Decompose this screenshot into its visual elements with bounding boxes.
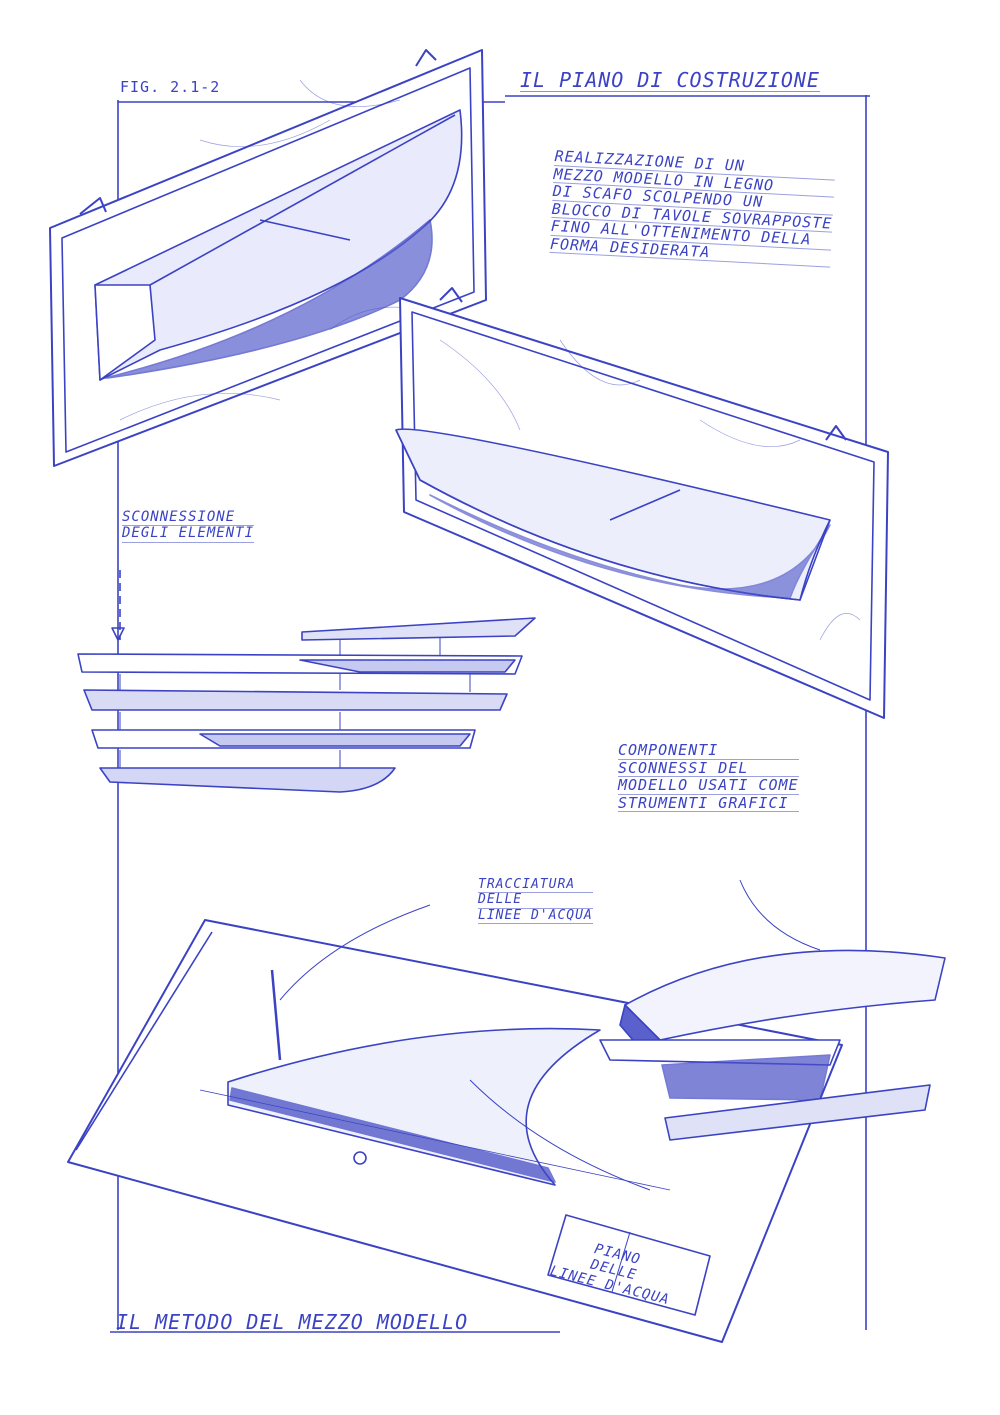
- figure-caption: IL METODO DEL MEZZO MODELLO: [116, 1310, 469, 1334]
- component-pieces: [599, 879, 946, 1141]
- figure-id-label: FIG. 2.1-2: [120, 78, 221, 96]
- note-line: TRACCIATURA: [478, 877, 593, 894]
- note-line: MODELLO USATI COME: [618, 776, 799, 795]
- note-line: SCONNESSIONE: [122, 509, 255, 527]
- half-model-board-right: [395, 287, 889, 719]
- note-realizzazione: REALIZZAZIONE DI UN MEZZO MODELLO IN LEG…: [549, 147, 836, 268]
- note-sconnessione: SCONNESSIONE DEGLI ELEMENTI: [122, 509, 255, 543]
- figure-title: IL PIANO DI COSTRUZIONE: [520, 68, 820, 92]
- note-line: COMPONENTI: [618, 742, 799, 760]
- half-model-board-top: [49, 49, 487, 467]
- note-line: LINEE D'ACQUA: [478, 907, 593, 924]
- note-line: DELLE: [478, 893, 593, 909]
- note-line: STRUMENTI GRAFICI: [618, 794, 799, 812]
- note-componenti: COMPONENTI SCONNESSI DEL MODELLO USATI C…: [618, 742, 799, 812]
- note-line: DEGLI ELEMENTI: [122, 525, 255, 543]
- disconnected-planks: [77, 570, 536, 793]
- note-line: SCONNESSI DEL: [618, 759, 799, 777]
- note-tracciatura: TRACCIATURA DELLE LINEE D'ACQUA: [478, 877, 593, 924]
